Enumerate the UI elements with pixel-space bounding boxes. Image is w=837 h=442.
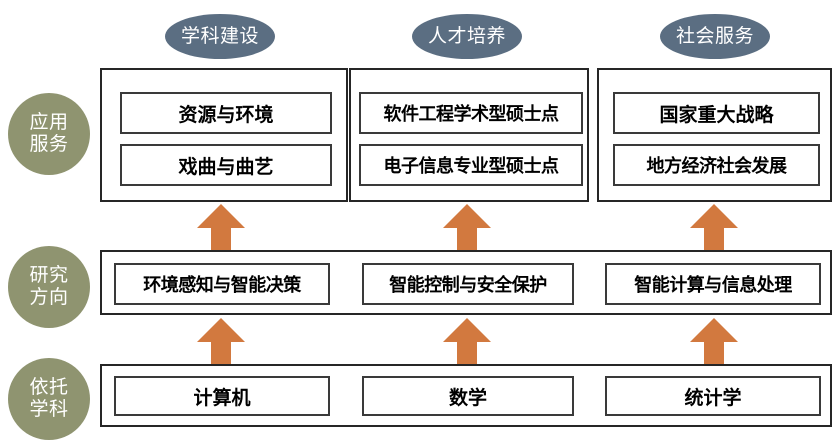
arrow-up-res-left [197,318,245,364]
arrow-up-app-middle [443,204,491,250]
supporting-discipline-band-group-1: 计算机数学统计学 [100,364,832,427]
arrow-up-res-middle [443,318,491,364]
item-box[interactable]: 电子信息专业型硕士点 [359,144,583,186]
row-pill-label-line: 服务 [29,133,69,155]
item-box[interactable]: 计算机 [114,376,330,416]
item-box[interactable]: 智能控制与安全保护 [362,263,574,305]
title-pill-3: 社会服务 [660,14,770,59]
item-box[interactable]: 智能计算与信息处理 [605,263,821,305]
title-pill-label: 社会服务 [675,24,754,47]
title-pill-2: 人才培养 [412,14,522,59]
application-service-band-group-1: 资源与环境戏曲与曲艺 [100,68,348,202]
item-box[interactable]: 资源与环境 [120,92,332,134]
row-pill-1: 应用服务 [8,93,90,175]
arrow-up-app-left [197,204,245,250]
item-box[interactable]: 地方经济社会发展 [613,144,820,186]
row-pill-2: 研究方向 [8,246,90,328]
arrow-up-app-right [690,204,738,250]
item-box[interactable]: 国家重大战略 [613,92,820,134]
row-pill-label-line: 研究 [29,264,69,287]
item-box[interactable]: 戏曲与曲艺 [120,144,332,186]
research-direction-band-group-1: 环境感知与智能决策智能控制与安全保护智能计算与信息处理 [100,250,832,315]
item-box[interactable]: 统计学 [605,376,821,416]
row-pill-label-line: 学科 [29,398,69,420]
arrow-up-res-right [690,318,738,364]
item-box[interactable]: 软件工程学术型硕士点 [359,92,583,134]
title-pill-label: 人才培养 [427,24,506,47]
row-pill-label-line: 应用 [29,111,69,134]
item-box[interactable]: 数学 [362,376,574,416]
item-box[interactable]: 环境感知与智能决策 [114,263,330,305]
application-service-band-group-3: 国家重大战略地方经济社会发展 [597,68,832,202]
row-pill-label-line: 依托 [29,376,69,399]
row-pill-label-line: 方向 [29,286,69,308]
application-service-band-group-2: 软件工程学术型硕士点电子信息专业型硕士点 [349,68,589,202]
title-pill-label: 学科建设 [180,24,259,47]
row-pill-3: 依托学科 [8,358,90,440]
title-pill-1: 学科建设 [165,14,275,59]
